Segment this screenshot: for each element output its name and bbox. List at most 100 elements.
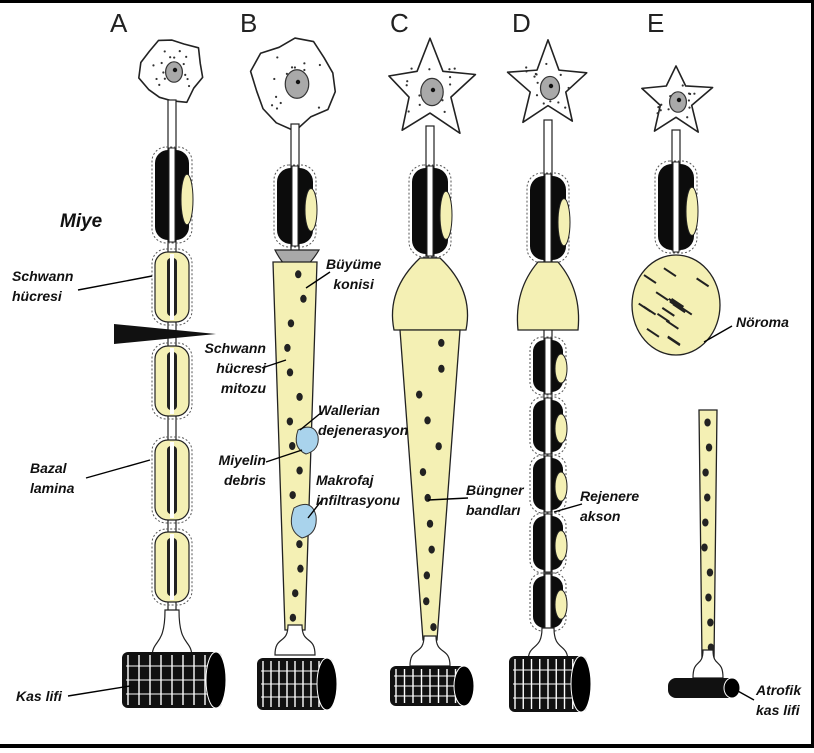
- label-bungner: Büngnerbandları: [466, 480, 524, 520]
- schwann-nucleus: [706, 444, 712, 452]
- frame-top: [0, 0, 814, 3]
- schwann-nucleus: [702, 469, 708, 477]
- axon-core: [170, 348, 174, 414]
- schwann-nucleus: [288, 319, 294, 327]
- nucleus: [285, 70, 309, 99]
- schwann-nucleus: [289, 491, 295, 499]
- nissl-dot: [536, 94, 538, 96]
- nissl-dot: [688, 99, 690, 101]
- nissl-dot: [688, 107, 690, 109]
- panel-c-drawing: [389, 38, 476, 706]
- nissl-dot: [533, 76, 535, 78]
- schwann-nucleus: [416, 391, 422, 399]
- panel-letter-e: E: [647, 10, 664, 36]
- panel-e-drawing: [632, 66, 740, 698]
- schwann-nucleus: [296, 393, 302, 401]
- nissl-dot: [169, 56, 171, 58]
- nissl-dot: [454, 67, 456, 69]
- nissl-dot: [164, 50, 166, 52]
- nucleus: [166, 62, 183, 82]
- schwann-nucleus: [296, 467, 302, 475]
- schwann-nucleus: [705, 594, 711, 602]
- nissl-dot: [418, 94, 420, 96]
- schwann-nucleus: [427, 520, 433, 528]
- macrophage-cell: [296, 427, 318, 454]
- nissl-dot: [158, 84, 160, 86]
- label-macrophage: Makrofajinfiltrasyonu: [316, 470, 400, 510]
- leader-line: [86, 460, 150, 478]
- nissl-dot: [152, 64, 154, 66]
- nissl-dot: [184, 74, 186, 76]
- schwann-nucleus: [290, 614, 296, 622]
- nissl-dot: [660, 109, 662, 111]
- schwann-cell-nucleus-region: [305, 189, 317, 232]
- nissl-dot: [657, 106, 659, 108]
- neuromuscular-junction: [693, 650, 723, 678]
- label-muscle-fiber: Kas lifi: [16, 686, 62, 706]
- nissl-dot: [273, 78, 275, 80]
- label-wallerian: Walleriandejenerasyon: [318, 400, 408, 440]
- muscle-fiber-end: [317, 658, 337, 710]
- schwann-nucleus: [701, 544, 707, 552]
- panel-d-drawing: [508, 40, 591, 712]
- schwann-nucleus: [287, 417, 293, 425]
- nissl-dot: [688, 92, 690, 94]
- panel-letter-b: B: [240, 10, 257, 36]
- nissl-dot: [686, 116, 688, 118]
- schwann-nucleus: [424, 416, 430, 424]
- schwann-cell-nucleus-region: [555, 472, 567, 501]
- axon-core: [545, 574, 551, 630]
- nissl-dot: [303, 62, 305, 64]
- nucleolus: [549, 84, 553, 88]
- nissl-dot: [185, 56, 187, 58]
- nissl-dot: [428, 68, 430, 70]
- schwann-nucleus: [423, 597, 429, 605]
- panel-letter-a: A: [110, 10, 127, 36]
- schwann-cell-nucleus-region: [555, 590, 567, 619]
- schwann-cell-nucleus-region: [555, 354, 567, 383]
- axon-core: [169, 148, 175, 242]
- axon-core: [427, 166, 433, 256]
- nissl-dot: [186, 78, 188, 80]
- nissl-dot: [271, 104, 273, 106]
- schwann-nucleus: [707, 619, 713, 627]
- nissl-dot: [568, 87, 570, 89]
- axon-core: [545, 456, 551, 512]
- nucleolus: [431, 88, 435, 92]
- panel-letter-d: D: [512, 10, 531, 36]
- nissl-dot: [275, 96, 277, 98]
- label-miye: Miye: [60, 212, 102, 232]
- schwann-cell-nucleus-region: [686, 187, 698, 235]
- schwann-nucleus: [300, 295, 306, 303]
- nissl-dot: [280, 102, 282, 104]
- nissl-dot: [449, 76, 451, 78]
- schwann-nucleus: [702, 519, 708, 527]
- nissl-dot: [549, 100, 551, 102]
- schwann-nucleus: [296, 540, 302, 548]
- regenerating-sprouts: [517, 262, 578, 330]
- schwann-nucleus: [420, 468, 426, 476]
- label-neuroma: Nöroma: [736, 312, 789, 332]
- label-atrophic-muscle: Atrofikkas lifi: [756, 680, 801, 720]
- nissl-dot: [543, 102, 545, 104]
- axon-core: [545, 398, 551, 454]
- leader-line: [78, 276, 152, 290]
- nissl-dot: [164, 78, 166, 80]
- schwann-nucleus: [435, 442, 441, 450]
- axon-core: [673, 162, 679, 252]
- schwann-nucleus: [704, 419, 710, 427]
- leader-line: [68, 686, 130, 696]
- axon-core: [170, 254, 174, 320]
- nissl-dot: [419, 104, 421, 106]
- nissl-dot: [291, 66, 293, 68]
- schwann-nucleus: [425, 494, 431, 502]
- nissl-dot: [560, 74, 562, 76]
- leader-line: [736, 690, 754, 700]
- schwann-nucleus: [287, 368, 293, 376]
- nissl-dot: [410, 68, 412, 70]
- nissl-dot: [564, 107, 566, 109]
- nissl-dot: [545, 63, 547, 65]
